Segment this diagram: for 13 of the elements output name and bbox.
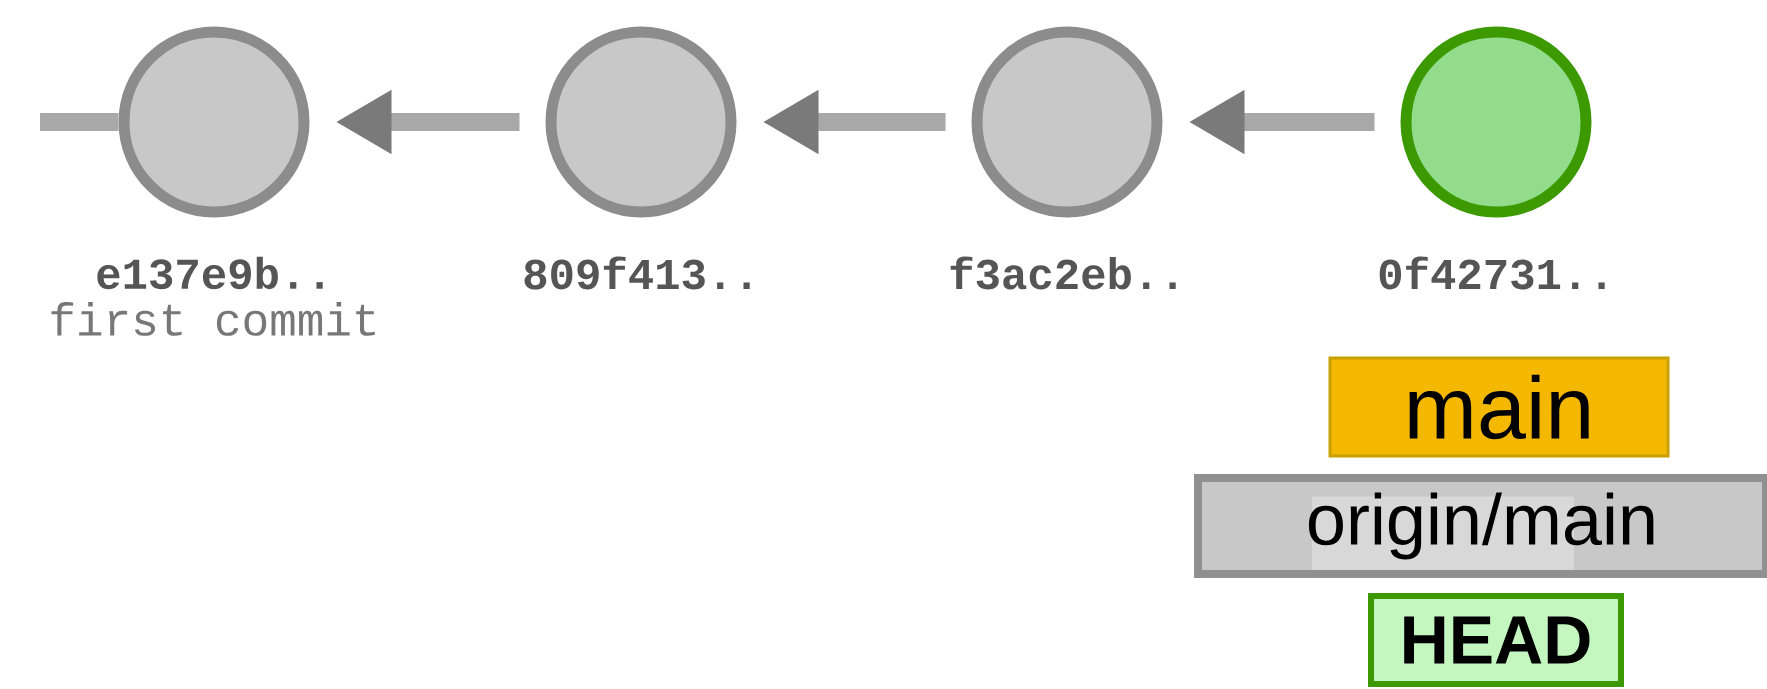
commit-hash: 0f42731.. bbox=[1379, 256, 1605, 290]
branch-label: main bbox=[1328, 356, 1670, 458]
commit-circle bbox=[118, 26, 310, 218]
commit-hash: f3ac2eb.. bbox=[950, 256, 1176, 290]
commit-hash: 809f413.. bbox=[524, 256, 750, 290]
commit-message: first commit bbox=[51, 302, 375, 336]
commit-hash: e137e9b.. bbox=[97, 256, 323, 290]
commit-circle bbox=[1400, 26, 1592, 218]
commit-circle bbox=[545, 26, 737, 218]
commit-circle bbox=[971, 26, 1163, 218]
line-stub bbox=[40, 113, 119, 131]
remote-branch-label: origin/main bbox=[1194, 474, 1767, 578]
head-label: HEAD bbox=[1368, 593, 1624, 687]
